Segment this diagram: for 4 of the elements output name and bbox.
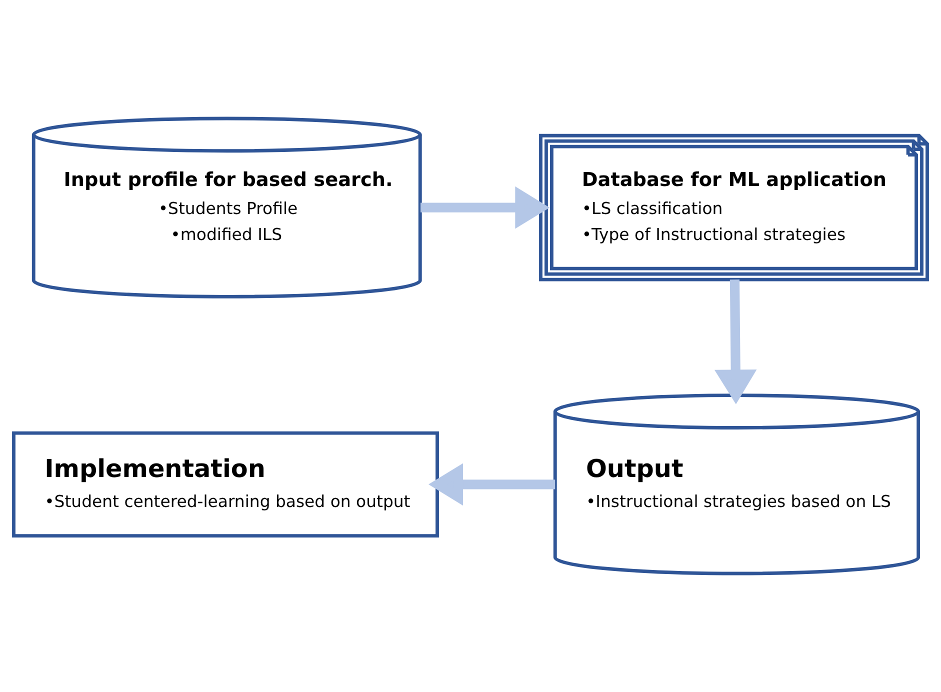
node-box: Implementation •Student centered-learning based on output (12, 431, 439, 538)
arrow (714, 279, 757, 404)
arrow (428, 463, 556, 506)
arrow (420, 186, 550, 229)
